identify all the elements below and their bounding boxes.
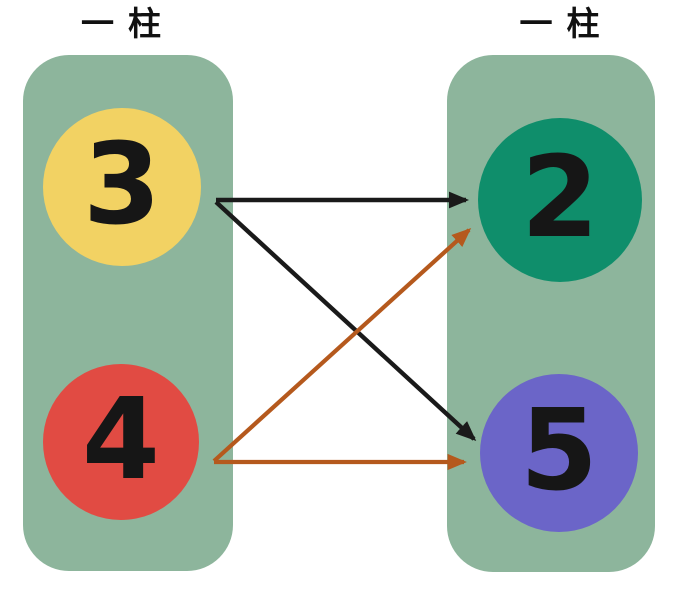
node-4-value: 4 xyxy=(82,375,160,505)
node-2-value: 2 xyxy=(521,133,599,263)
node-5: 5 xyxy=(480,374,638,532)
right-column-title: 一柱 xyxy=(519,4,614,43)
node-5-value: 5 xyxy=(520,386,598,516)
node-3-value: 3 xyxy=(83,120,161,250)
node-2: 2 xyxy=(478,118,642,282)
node-4: 4 xyxy=(43,364,199,520)
left-column-title: 一柱 xyxy=(81,4,175,43)
arrow-4-to-2 xyxy=(212,228,472,463)
left-pillar: 3 4 xyxy=(23,55,233,571)
right-pillar: 2 5 xyxy=(447,55,655,572)
arrow-3-to-5 xyxy=(214,200,477,442)
node-3: 3 xyxy=(43,108,201,266)
